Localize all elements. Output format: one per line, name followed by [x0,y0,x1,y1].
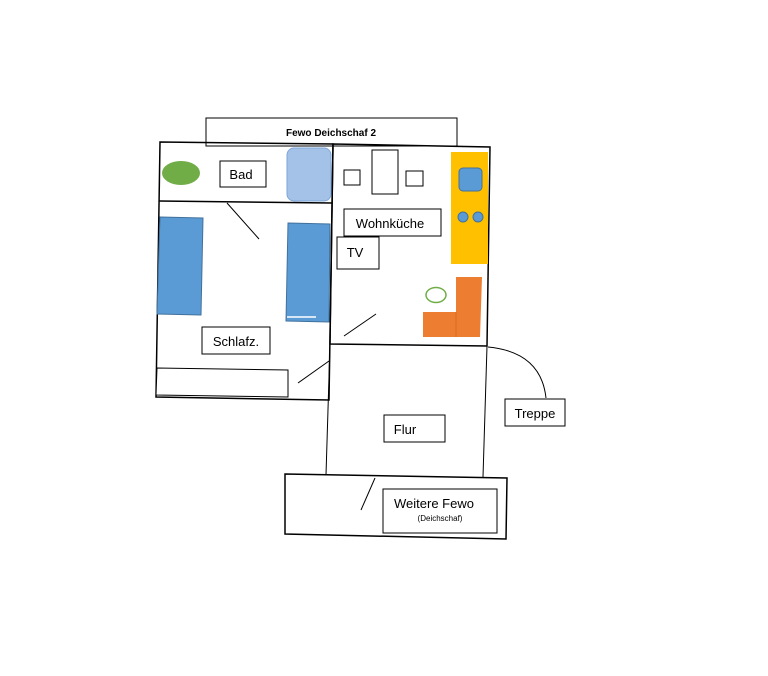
door-bedroom [297,360,330,384]
treppe-label-box [504,398,566,427]
sofa-corner [423,277,482,337]
weitere-fewo-label-box [382,488,498,534]
room-label-weitere-fewo-sub: (Deichschaf) [418,514,463,523]
plan-title: Fewo Deichschaf 2 [286,128,376,139]
bed-right [285,222,331,323]
wohnkueche-label-box [343,208,442,237]
flur-label-box [383,414,446,443]
door-kitchen [343,313,377,337]
room-label-wohnkueche: Wohnküche [356,216,424,231]
room-label-weitere-fewo: Weitere Fewo [394,496,474,511]
room-label-schlafzimmer: Schlafz. [213,334,259,349]
room-label-tv: TV [347,245,364,260]
plant-green [162,161,200,185]
tv-label-box [336,236,380,270]
flur-wall-left [325,343,331,476]
plant-outline [425,286,447,304]
bad-divider-wall [158,200,333,204]
stove-burner-right [472,211,484,223]
schlafz-label-box [201,326,271,355]
title-box [205,117,458,147]
sink [458,167,483,192]
room-label-bad: Bad [229,167,252,182]
door-weitere-fewo [360,477,376,511]
dining-table [371,149,399,195]
weitere-fewo-outline [284,473,508,540]
chair-right [405,170,424,187]
stove-burner-left [457,211,469,223]
bed-left [156,216,204,316]
wardrobe [155,367,289,398]
bad-label-box [219,160,267,188]
room-label-flur: Flur [394,422,417,437]
door-treppe-arc [487,346,547,399]
chair-left [343,169,361,186]
door-bad [226,202,260,240]
bathtub [286,147,332,202]
room-label-treppe: Treppe [515,406,556,421]
flur-wall-right [482,345,488,478]
